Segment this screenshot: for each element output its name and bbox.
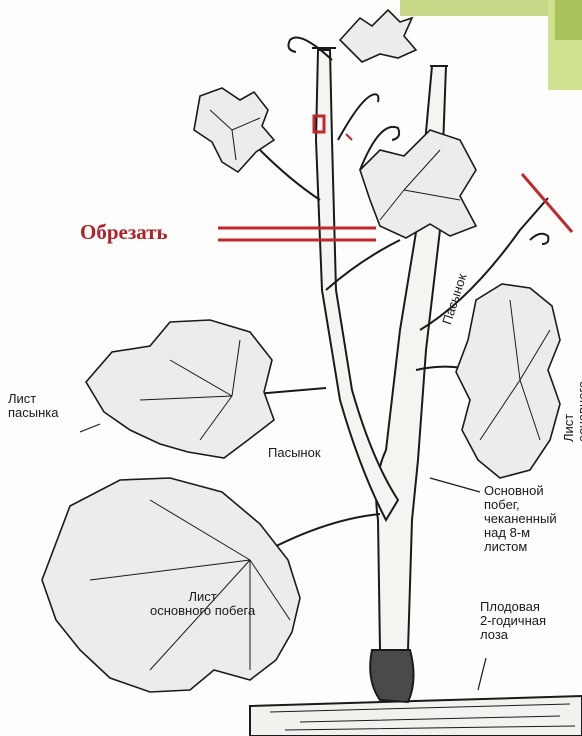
label-stepchild-mid: Пасынок (268, 446, 321, 460)
tendril (530, 234, 548, 244)
leaf-main-top (360, 130, 476, 238)
trunk-base (370, 650, 413, 702)
label-fruit-vine: Плодовая 2-годичная лоза (480, 600, 546, 642)
leaf-upper-left (194, 88, 274, 172)
pointer-stepchild-leaf (80, 424, 100, 432)
leaf-main-bottom (42, 478, 300, 692)
leaf-main-right (456, 284, 560, 478)
label-stepchild-leaf: Лист пасынка (8, 392, 59, 420)
label-main-shoot-leaf-right: Лист основного побега (562, 381, 582, 442)
label-main-shoot: Основной побег, чеканенный над 8-м листо… (484, 484, 557, 554)
branch-mid (326, 240, 400, 290)
leaf-top (340, 10, 416, 62)
pointer-main-shoot (430, 478, 480, 492)
tendril (338, 94, 378, 140)
pointer-fruit-vine (478, 658, 486, 690)
leaf-stepchild (86, 320, 274, 458)
branch-top-left (260, 150, 320, 200)
label-main-shoot-leaf-bottom: Лист основного побега (150, 590, 255, 618)
fruit-vine-wood (250, 696, 582, 736)
cut-label: Обрезать (80, 220, 168, 245)
